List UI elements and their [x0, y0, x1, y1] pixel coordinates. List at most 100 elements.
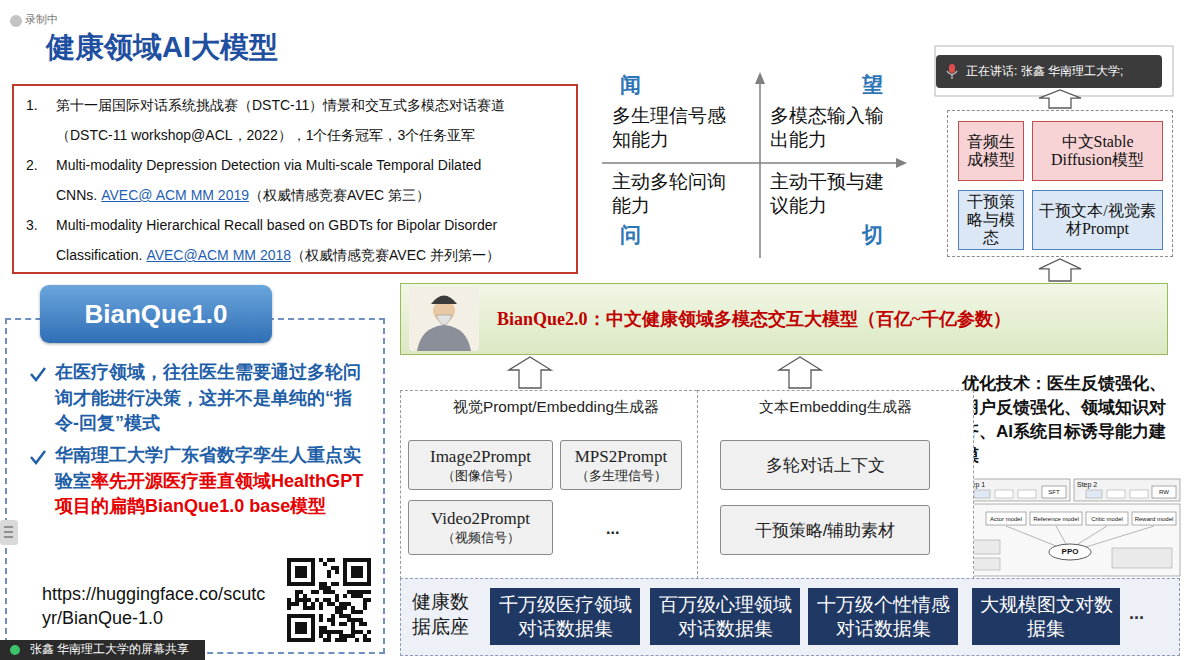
- qr-module: [367, 638, 371, 642]
- qr-module: [287, 606, 291, 610]
- qr-module: [343, 558, 347, 562]
- qr-module: [359, 582, 363, 586]
- node-text: 干预策略/辅助素材: [755, 519, 896, 542]
- axis-line: [759, 83, 761, 258]
- qr-module: [323, 638, 327, 642]
- qr-module: [355, 590, 359, 594]
- check-stroke: [31, 451, 45, 463]
- qr-module: [287, 582, 291, 586]
- node-text: （权威情感竞赛AVEC 并列第一）: [291, 247, 500, 263]
- check-mark: [28, 364, 48, 384]
- node-text: BianQue2.0：中文健康领域多模态交互大模型（百亿~千亿参数）: [497, 307, 1011, 331]
- qr-module: [327, 586, 331, 590]
- quadrant-text: 多生理信号感知能力: [612, 104, 737, 152]
- qr-module: [299, 590, 303, 594]
- qr-module: [311, 614, 315, 618]
- qr-module: [295, 598, 299, 602]
- qr-module: [327, 590, 331, 594]
- qr-module: [363, 606, 367, 610]
- qr-module: [339, 638, 343, 642]
- qr-module: [363, 582, 367, 586]
- qr-module: [307, 606, 311, 610]
- qr-module: [367, 562, 371, 566]
- bullet-item: 在医疗领域，往往医生需要通过多轮问询才能进行决策，这并不是单纯的“指令-回复”模…: [28, 360, 365, 437]
- node-text: AVEC@ ACM MM 2019: [101, 187, 249, 203]
- qr-module: [331, 614, 335, 618]
- qr-module: [299, 558, 303, 562]
- qr-module: [355, 630, 359, 634]
- qr-module: [311, 578, 315, 582]
- qr-module: [299, 566, 303, 570]
- node-text: 第十一届国际对话系统挑战赛（DSTC-11）情景和交互式多模态对话赛道（DSTC…: [56, 97, 505, 143]
- qr-module: [351, 630, 355, 634]
- qr-module: [347, 614, 351, 618]
- qr-module: [303, 570, 307, 574]
- axis-arrowhead: [755, 72, 765, 84]
- qr-module: [323, 562, 327, 566]
- qr-module: [339, 606, 343, 610]
- check-stroke: [31, 368, 45, 380]
- award-list-box: 1.第十一届国际对话系统挑战赛（DSTC-11）情景和交互式多模态对话赛道（DS…: [12, 84, 578, 274]
- qr-module: [331, 566, 335, 570]
- qr-module: [359, 566, 363, 570]
- qr-module: [335, 630, 339, 634]
- quadrant-letter: 切: [862, 224, 883, 245]
- qr-module: [335, 606, 339, 610]
- qr-module: [367, 570, 371, 574]
- qr-module: [331, 590, 335, 594]
- node-text: 视觉Prompt/Embedding生成器: [401, 397, 711, 418]
- qr-module: [295, 602, 299, 606]
- portrait-robe: [417, 325, 471, 351]
- qr-module: [287, 574, 291, 578]
- qr-module: [311, 630, 315, 634]
- qr-module: [331, 558, 335, 562]
- qr-module: [339, 614, 343, 618]
- block-arrow: [509, 357, 551, 388]
- qr-module: [359, 622, 363, 626]
- qr-module: [291, 602, 295, 606]
- mini-link: [1056, 526, 1066, 544]
- qr-module: [327, 558, 331, 562]
- qr-module: [319, 626, 323, 630]
- node-text: Video2Prompt: [431, 509, 530, 529]
- node-text: Image2Prompt: [430, 447, 531, 467]
- mini-box: [986, 512, 1026, 525]
- dataset-box: 十万级个性情感对话数据集: [808, 588, 958, 645]
- version-label: BianQue1.0: [40, 285, 272, 343]
- qr-module: [319, 606, 323, 610]
- qr-module: [319, 630, 323, 634]
- qr-module: [295, 570, 299, 574]
- qr-module: [343, 594, 347, 598]
- qr-module: [311, 574, 315, 578]
- qr-module: [335, 582, 339, 586]
- mini-box: [1086, 490, 1102, 498]
- qr-module: [307, 638, 311, 642]
- qr-module: [323, 582, 327, 586]
- qr-module: [327, 618, 331, 622]
- qr-module: [335, 598, 339, 602]
- quadrant-letter: 望: [862, 74, 883, 95]
- qr-module: [303, 602, 307, 606]
- mini-box: [995, 490, 1013, 498]
- qr-module: [319, 634, 323, 638]
- qr-module: [343, 570, 347, 574]
- mini-label: Critic model: [1086, 516, 1128, 522]
- step-panel: [962, 479, 1070, 501]
- node-text: 健康数据底座: [409, 589, 471, 639]
- qr-module: [363, 590, 367, 594]
- qr-module: [311, 566, 315, 570]
- qr-module: [299, 574, 303, 578]
- quadrant-text: 主动多轮问询能力: [612, 170, 737, 218]
- node-text: 文本Embedding生成器: [698, 397, 973, 418]
- qr-module: [331, 618, 335, 622]
- prompt-box: MPS2Prompt（多生理信号）: [560, 440, 682, 490]
- qr-module: [299, 570, 303, 574]
- mini-label: Reward model: [1132, 516, 1176, 522]
- node-text: 在医疗领域，往往医生需要通过多轮问询才能进行决策，这并不是单纯的“指令-回复”模…: [55, 362, 361, 433]
- step-panel: [962, 504, 1180, 576]
- qr-module: [355, 558, 359, 562]
- block-arrow: [1039, 90, 1081, 108]
- qr-module: [355, 610, 359, 614]
- qr-module: [287, 622, 291, 626]
